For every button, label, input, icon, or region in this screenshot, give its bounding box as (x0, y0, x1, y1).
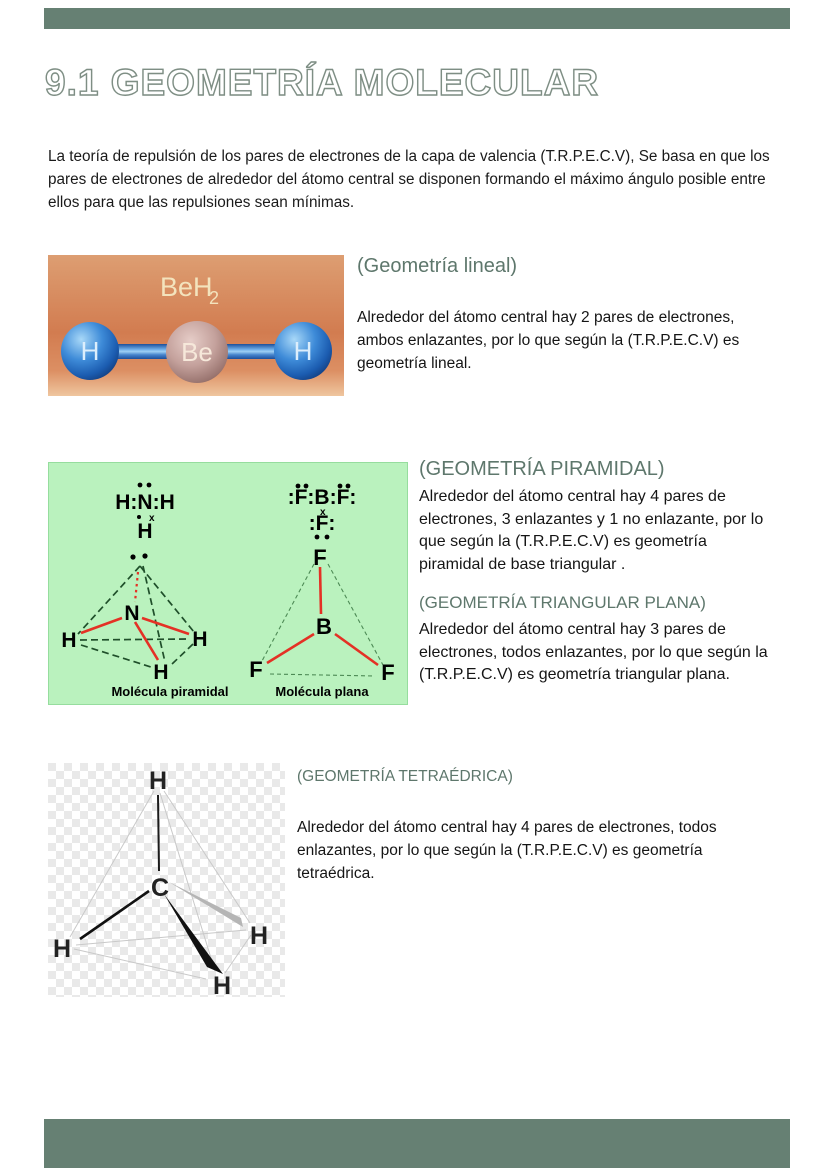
hydrogen-label-left: H (81, 336, 100, 366)
beh2-formula-subscript: 2 (209, 288, 219, 308)
tetraedrica-description: Alrededor del átomo central hay 4 pares … (297, 819, 717, 882)
footer-bar (44, 1119, 790, 1168)
hydrogen-sphere-left (61, 322, 119, 380)
nh3-lewis-row2: H (137, 520, 152, 543)
caption-molecula-piramidal: Molécula piramidal (111, 684, 228, 699)
beh2-figure: BeH 2 H Be H (48, 255, 344, 396)
beh2-molecule-image: BeH 2 H Be H (48, 255, 344, 396)
hydrogen-label: H (153, 661, 168, 684)
hydrogen-label: H (192, 628, 207, 651)
green-background (48, 462, 408, 705)
fluorine-label: F (249, 657, 262, 682)
piramidal-description: Alrededor del átomo central hay 4 pares … (419, 488, 764, 573)
fluorine-label: F (381, 660, 394, 685)
bf3-triangle-diagram: F B F F (249, 545, 394, 685)
nitrogen-label: N (124, 602, 139, 625)
x-mark: x (149, 513, 155, 524)
intro-paragraph: La teoría de repulsión de los pares de e… (48, 148, 770, 211)
hydrogen-label-right: H (250, 922, 268, 950)
ch4-diagram: H C H H H (53, 767, 268, 997)
triangular-plana-heading: (GEOMETRÍA TRIANGULAR PLANA) (419, 593, 706, 612)
hydrogen-label-bottom: H (213, 972, 231, 997)
piramidal-heading: (GEOMETRÍA PIRAMIDAL) (419, 458, 665, 480)
lineal-heading: (Geometría lineal) (357, 255, 518, 277)
hydrogen-sphere-right (274, 322, 332, 380)
ch4-tetrahedron-image: H C H H H (48, 763, 285, 997)
hydrogen-label: H (61, 629, 76, 652)
boron-label: B (316, 614, 332, 639)
hydrogen-label-right: H (294, 336, 313, 366)
beryllium-label: Be (181, 337, 213, 367)
lineal-description: Alrededor del átomo central hay 2 pares … (357, 309, 740, 372)
caption-molecula-plana: Molécula plana (275, 684, 369, 699)
beh2-formula-label: BeH (160, 272, 213, 302)
nh3-lewis-row1: H:N:H (115, 491, 174, 514)
header-bar (44, 8, 790, 29)
nh3-bf3-image: H:N:H x H N H H H Mol (48, 462, 408, 705)
hydrogen-label-top: H (149, 767, 167, 795)
transparency-checker-background (48, 763, 285, 997)
bf3-lewis-row1: :F:B:F: (288, 486, 357, 509)
nh3-bf3-figure: H:N:H x H N H H H Mol (48, 462, 408, 705)
nh3-lewis-structure: H:N:H x H (115, 482, 175, 543)
fluorine-label: F (313, 545, 326, 570)
bf3-lewis-row2: :F: (309, 512, 336, 535)
bf3-lewis-structure: :F:B:F: x :F: (288, 483, 357, 540)
tetraedrica-heading: (GEOMETRÍA TETRAÉDRICA) (297, 768, 513, 785)
ch4-figure: H C H H H (48, 763, 285, 997)
hydrogen-label-left: H (53, 935, 71, 963)
carbon-label: C (151, 874, 169, 902)
nh3-pyramid-diagram: N H H H (61, 553, 208, 684)
beryllium-sphere (166, 321, 228, 383)
x-mark: x (320, 507, 326, 518)
triangular-plana-description: Alrededor del átomo central hay 3 pares … (419, 621, 768, 683)
page-title: 9.1 GEOMETRÍA MOLECULAR (44, 61, 600, 103)
